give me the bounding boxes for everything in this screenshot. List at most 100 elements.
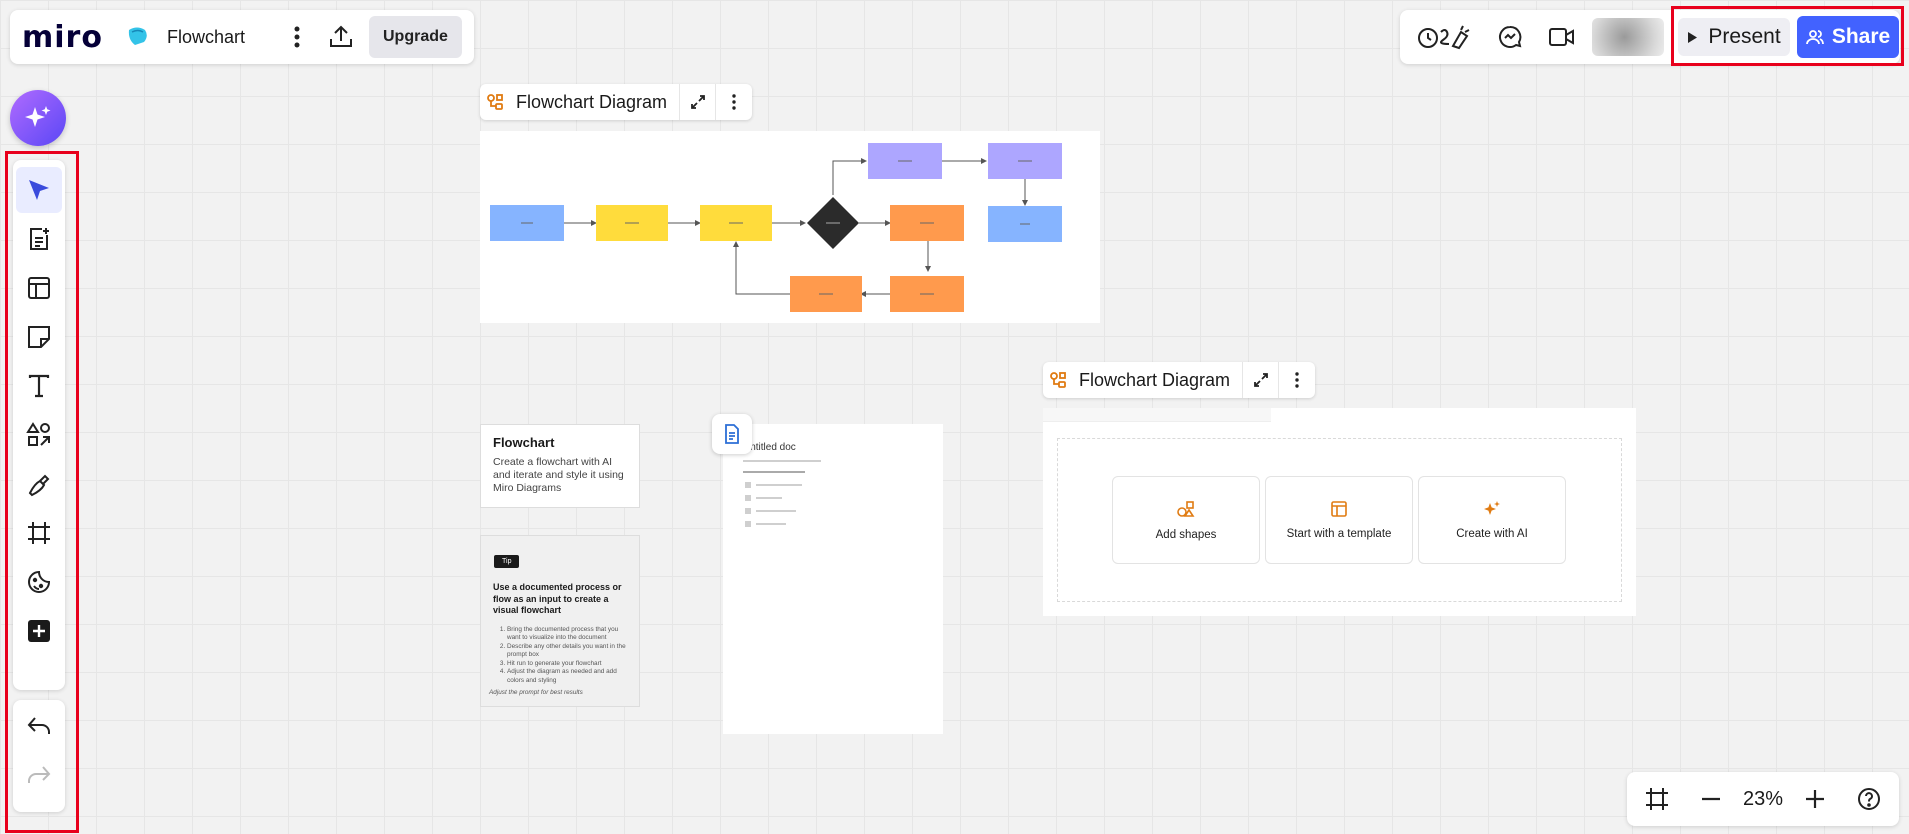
empty-diagram-frame[interactable]: Add shapes Start with a template Create … — [1043, 408, 1636, 616]
ai-sparkle-icon — [1484, 501, 1500, 515]
shapes-tool[interactable] — [16, 412, 62, 458]
doc-line — [756, 523, 786, 525]
zoom-controls: 23% — [1627, 772, 1899, 826]
prompt-strip[interactable] — [1043, 408, 1271, 422]
users-icon — [1805, 30, 1824, 45]
diagram-icon — [1043, 371, 1073, 389]
fit-to-screen-icon[interactable] — [1635, 777, 1679, 821]
more-apps-tool[interactable] — [16, 608, 62, 654]
history-toolbar — [13, 700, 65, 812]
doc-line — [756, 510, 796, 512]
board-menu-icon[interactable] — [275, 15, 319, 59]
doc-line — [745, 495, 751, 501]
flowchart-diagram[interactable] — [480, 131, 1100, 323]
layout-icon — [28, 277, 50, 299]
doc-icon[interactable] — [712, 414, 752, 454]
frame-header-1[interactable]: Flowchart Diagram — [480, 84, 753, 120]
text-icon — [28, 374, 50, 398]
card-label: Start with a template — [1286, 528, 1392, 540]
left-toolbar — [13, 160, 65, 690]
reactions-icon[interactable] — [1416, 15, 1472, 59]
pen-tool[interactable] — [16, 461, 62, 507]
video-call-icon[interactable] — [1540, 15, 1584, 59]
doc-add-icon — [30, 228, 49, 250]
tip-step: Describe any other details you want in t… — [507, 643, 631, 660]
miro-logo[interactable]: miro — [22, 19, 103, 55]
flowchart-canvas — [490, 143, 1062, 312]
play-icon — [1688, 31, 1698, 43]
select-tool[interactable] — [16, 167, 62, 213]
flowchart-note[interactable]: Flowchart Create a flowchart with AI and… — [480, 424, 640, 508]
diagram-dropzone — [1057, 438, 1622, 602]
untitled-doc[interactable]: Untitled doc — [723, 424, 943, 734]
upgrade-button[interactable]: Upgrade — [368, 16, 462, 58]
doc-line — [743, 460, 821, 462]
doc-line — [745, 508, 751, 514]
board-icon[interactable] — [125, 26, 149, 48]
diagram-icon — [480, 93, 510, 111]
share-button[interactable]: Share — [1797, 16, 1899, 58]
zoom-level[interactable]: 23% — [1742, 787, 1783, 810]
start-template-card[interactable]: Start with a template — [1265, 476, 1413, 564]
tip-step: Bring the documented process that you wa… — [507, 626, 631, 643]
shapes-icon — [1177, 501, 1195, 517]
doc-line — [745, 521, 751, 527]
note-title: Flowchart — [493, 435, 555, 450]
share-label: Share — [1831, 25, 1891, 48]
expand-icon[interactable] — [1243, 362, 1280, 398]
zoom-out-icon[interactable] — [1689, 777, 1733, 821]
note-body: Create a flowchart with AI and iterate a… — [493, 456, 624, 494]
tip-step: Adjust the diagram as needed and add col… — [507, 668, 631, 685]
tip-title: Use a documented process or flow as an i… — [493, 582, 622, 615]
frame-title: Flowchart Diagram — [510, 84, 681, 120]
export-icon[interactable] — [319, 15, 363, 59]
tip-footer: Adjust the prompt for best results — [489, 688, 583, 696]
sticky-note-tool[interactable] — [16, 314, 62, 360]
tip-badge: Tip — [494, 555, 520, 568]
tip-card[interactable]: Tip Use a documented process or flow as … — [480, 535, 640, 707]
sticker-icon — [28, 570, 51, 593]
undo-button[interactable] — [16, 703, 62, 749]
text-tool[interactable] — [16, 363, 62, 409]
card-label: Add shapes — [1155, 529, 1217, 541]
frame-tool[interactable] — [16, 510, 62, 556]
card-label: Create with AI — [1456, 528, 1528, 540]
pen-icon — [28, 474, 50, 497]
board-name[interactable]: Flowchart — [166, 26, 245, 47]
frame-header-2[interactable]: Flowchart Diagram — [1043, 362, 1316, 398]
frame-menu-icon[interactable] — [1279, 362, 1315, 398]
stickers-tool[interactable] — [16, 559, 62, 605]
avatar[interactable] — [1592, 18, 1664, 56]
doc-line — [745, 482, 751, 488]
add-shapes-card[interactable]: Add shapes — [1112, 476, 1260, 564]
present-button[interactable]: Present — [1678, 18, 1790, 56]
expand-icon[interactable] — [680, 84, 717, 120]
frame-title: Flowchart Diagram — [1073, 362, 1244, 398]
template-icon — [1331, 501, 1347, 517]
redo-button[interactable] — [16, 752, 62, 798]
doc-line — [756, 497, 782, 499]
chat-icon[interactable] — [1488, 15, 1532, 59]
tip-step: Hit run to generate your flowchart — [507, 660, 631, 669]
layout-tool[interactable] — [16, 265, 62, 311]
tip-steps: Bring the documented process that you wa… — [507, 626, 631, 686]
board-header: miro Flowchart Upgrade — [10, 10, 474, 64]
sticky-note-icon — [28, 326, 50, 348]
present-label: Present — [1708, 25, 1781, 48]
doc-line — [743, 471, 805, 473]
collaboration-panel: Present Share — [1400, 10, 1900, 64]
zoom-in-icon[interactable] — [1793, 777, 1837, 821]
frame-menu-icon[interactable] — [716, 84, 752, 120]
cursor-icon — [29, 180, 49, 200]
doc-line — [756, 484, 802, 486]
undo-icon — [27, 717, 50, 734]
plus-square-icon — [28, 620, 50, 642]
ai-sparkle-icon — [25, 106, 51, 127]
templates-doc-tool[interactable] — [16, 216, 62, 262]
doc-title: Untitled doc — [743, 442, 796, 453]
help-icon[interactable] — [1847, 777, 1891, 821]
redo-icon — [28, 766, 51, 783]
create-with-ai-card[interactable]: Create with AI — [1418, 476, 1566, 564]
ai-assistant-button[interactable] — [10, 90, 66, 146]
shapes-icon — [26, 422, 50, 446]
